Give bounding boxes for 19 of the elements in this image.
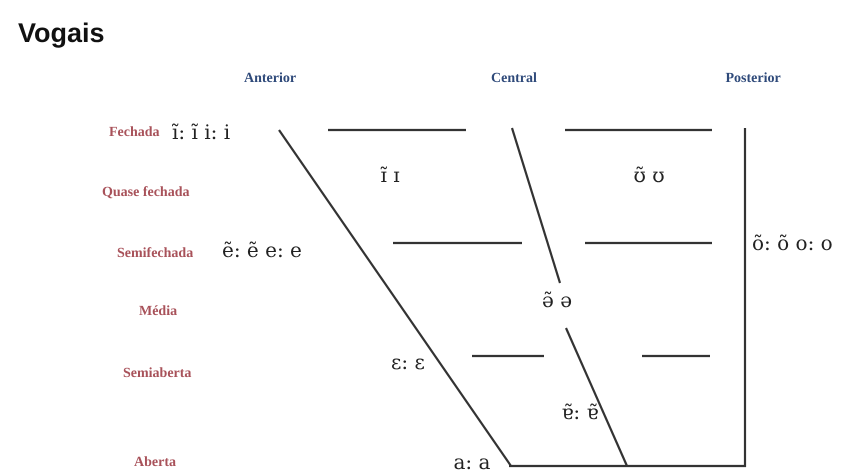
row-label: Semifechada: [117, 247, 194, 261]
vowel-symbols: ɪ̃ ɪ: [380, 165, 400, 185]
vowel-symbols: ĩ: ĩ i: i: [172, 122, 230, 142]
vowel-symbols: a: a: [454, 452, 490, 472]
chart-title: Vogais: [18, 18, 105, 49]
column-heading: Posterior: [726, 72, 781, 86]
vowel-symbols: ẽ: ẽ e: e: [222, 240, 302, 260]
vowel-symbols: õ: õ o: o: [752, 233, 833, 253]
column-heading: Central: [491, 72, 537, 86]
column-heading: Anterior: [244, 72, 296, 86]
row-label: Fechada: [109, 126, 160, 140]
row-label: Aberta: [134, 456, 176, 470]
vowel-symbols: ɛ: ɛ: [391, 352, 425, 372]
vowel-symbols: ɐ̃: ɐ̃: [562, 402, 598, 422]
row-label: Quase fechada: [102, 186, 190, 200]
row-label: Semiaberta: [123, 367, 192, 381]
vowel-symbols: ə̃ ə: [542, 290, 572, 310]
row-label: Média: [139, 305, 178, 319]
vowel-symbols: ʊ̃ ʊ: [634, 165, 665, 185]
